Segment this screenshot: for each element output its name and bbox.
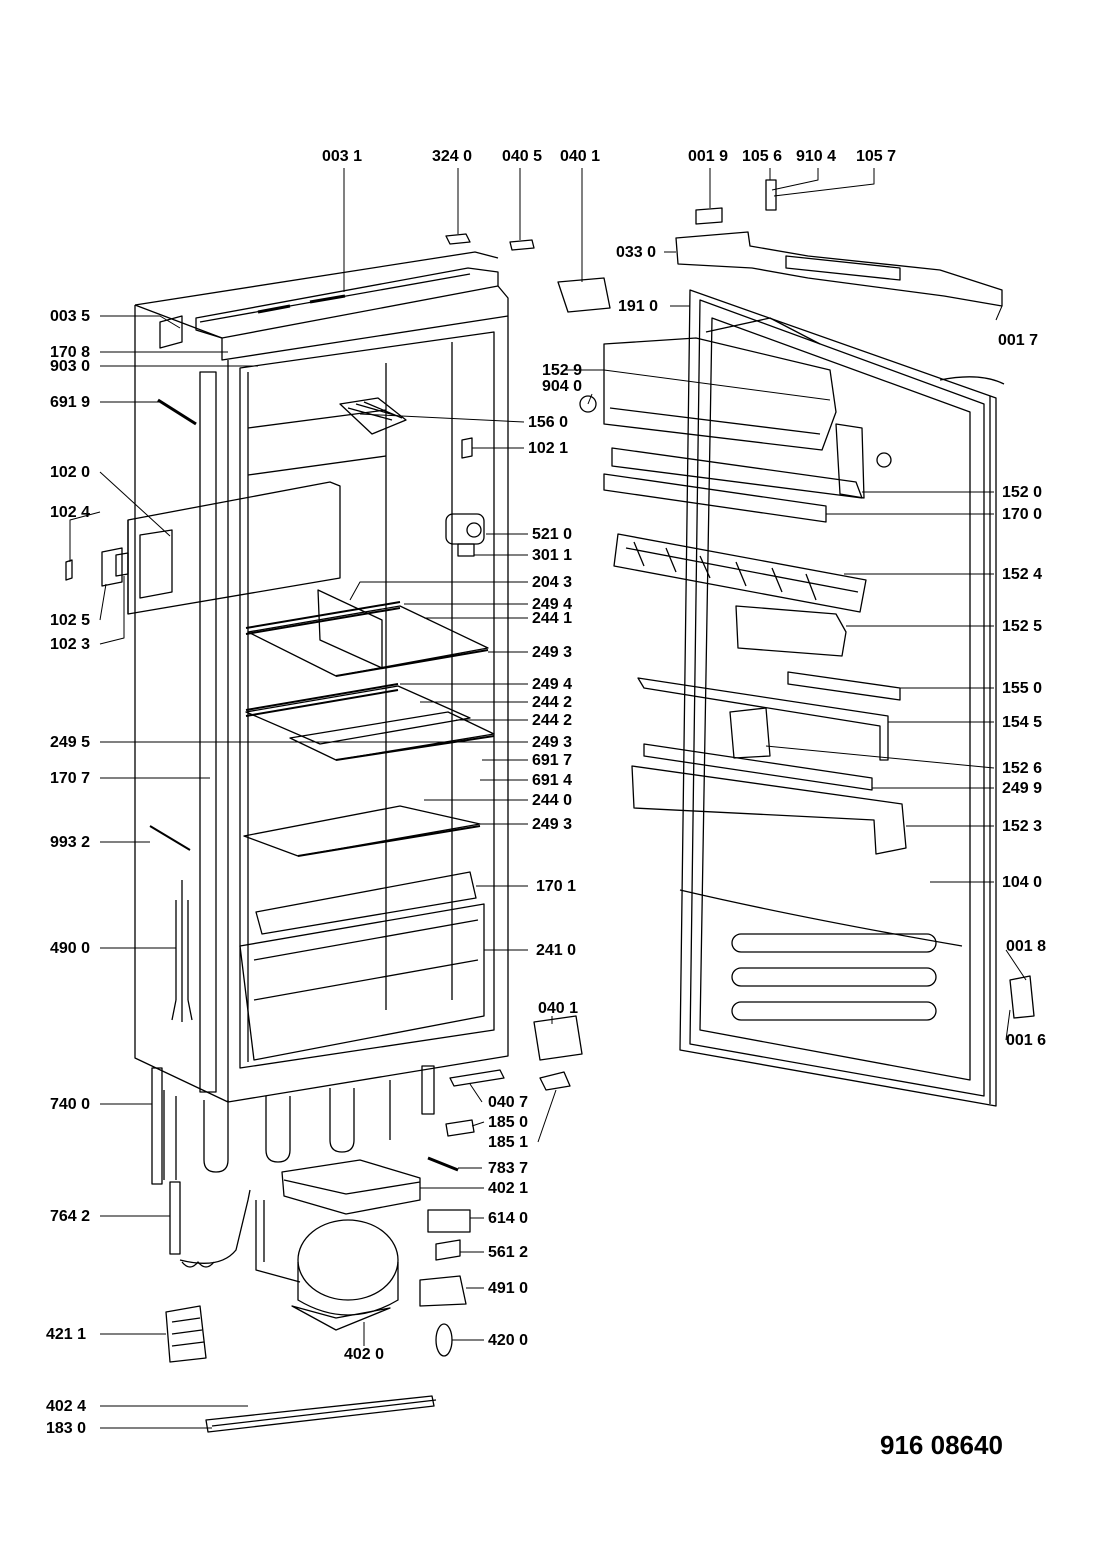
part-label: 102 5 (50, 612, 91, 629)
part-label: 154 5 (1002, 714, 1043, 731)
door-bracket (675, 231, 1003, 307)
part-label: 152 6 (1002, 760, 1043, 777)
part-label: 402 1 (488, 1180, 529, 1197)
dairy-compartment (579, 337, 892, 499)
part-label: 301 1 (532, 547, 573, 564)
part-label: 001 9 (688, 148, 729, 165)
part-label: 040 5 (502, 148, 543, 165)
part-label: 244 2 (532, 712, 573, 729)
part-label: 691 9 (50, 394, 91, 411)
part-label: 183 0 (46, 1420, 87, 1437)
part-label: 152 3 (1002, 818, 1043, 835)
part-label: 764 2 (50, 1208, 91, 1225)
part-label: 244 1 (532, 610, 573, 627)
part-label: 001 8 (1006, 938, 1047, 955)
part-label: 204 3 (532, 574, 573, 591)
part-label: 249 3 (532, 734, 573, 751)
part-label: 185 1 (488, 1134, 529, 1151)
part-label: 033 0 (616, 244, 657, 261)
flap-hinge-parts (65, 547, 129, 587)
electrical-parts (165, 1209, 471, 1363)
part-label: 102 4 (50, 504, 91, 521)
part-label: 155 0 (1002, 680, 1043, 697)
part-label: 102 1 (528, 440, 569, 457)
part-label: 993 2 (50, 834, 91, 851)
part-label: 244 2 (532, 694, 573, 711)
part-label: 521 0 (532, 526, 573, 543)
sensor-capillary (169, 1181, 251, 1268)
part-label: 105 6 (742, 148, 783, 165)
part-label: 740 0 (50, 1096, 91, 1113)
top-parts (445, 179, 777, 313)
part-label: 402 0 (344, 1346, 385, 1363)
part-label: 003 5 (50, 308, 91, 325)
part-label: 910 4 (796, 148, 837, 165)
part-label: 491 0 (488, 1280, 529, 1297)
condenser-coils (151, 1065, 435, 1185)
document-number: 916 08640 (880, 1430, 1003, 1460)
part-label: 249 3 (532, 644, 573, 661)
part-label: 191 0 (618, 298, 659, 315)
drip-tray (281, 1159, 421, 1215)
part-label: 241 0 (536, 942, 577, 959)
part-label: 904 0 (542, 378, 583, 395)
door-drawing (679, 289, 1005, 1107)
part-label: 324 0 (432, 148, 473, 165)
compressor (255, 1200, 399, 1331)
part-label: 040 1 (560, 148, 601, 165)
power-cable (149, 398, 197, 1022)
part-label: 490 0 (50, 940, 91, 957)
part-label: 249 4 (532, 596, 573, 613)
freezer-flap (127, 481, 341, 615)
shelves (243, 589, 495, 857)
part-label: 561 2 (488, 1244, 529, 1261)
part-label: 421 1 (46, 1326, 87, 1343)
part-label: 249 9 (1002, 780, 1043, 797)
part-label: 185 0 (488, 1114, 529, 1131)
part-label: 170 1 (536, 878, 577, 895)
part-label: 783 7 (488, 1160, 529, 1177)
part-label: 001 7 (998, 332, 1039, 349)
part-label: 105 7 (856, 148, 897, 165)
thermostat (445, 513, 485, 557)
part-label: 156 0 (528, 414, 569, 431)
part-label: 170 0 (1002, 506, 1043, 523)
part-label: 152 4 (1002, 566, 1043, 583)
part-label: 402 4 (46, 1398, 87, 1415)
cabinet-drawing (134, 251, 509, 1103)
part-label: 003 1 (322, 148, 363, 165)
part-label: 152 5 (1002, 618, 1043, 635)
part-label: 170 8 (50, 344, 91, 361)
part-label: 170 7 (50, 770, 91, 787)
part-label: 691 7 (532, 752, 573, 769)
part-label: 614 0 (488, 1210, 529, 1227)
part-label: 244 0 (532, 792, 573, 809)
part-label: 420 0 (488, 1332, 529, 1349)
part-label: 040 1 (538, 1000, 579, 1017)
leader-lines (69, 168, 1027, 1429)
loose-parts (205, 1015, 583, 1433)
part-label: 152 9 (542, 362, 583, 379)
part-label: 152 0 (1002, 484, 1043, 501)
part-label: 903 0 (50, 358, 91, 375)
part-label: 102 0 (50, 464, 91, 481)
part-102-1 (461, 437, 473, 459)
part-label: 249 3 (532, 816, 573, 833)
part-label: 040 7 (488, 1094, 529, 1111)
part-label: 104 0 (1002, 874, 1043, 891)
part-label: 001 6 (1006, 1032, 1047, 1049)
crisper-drawer (239, 871, 485, 1061)
part-label: 249 5 (50, 734, 91, 751)
part-label: 691 4 (532, 772, 573, 789)
part-label: 249 4 (532, 676, 573, 693)
part-label: 102 3 (50, 636, 91, 653)
door-shelves (603, 473, 1035, 1021)
